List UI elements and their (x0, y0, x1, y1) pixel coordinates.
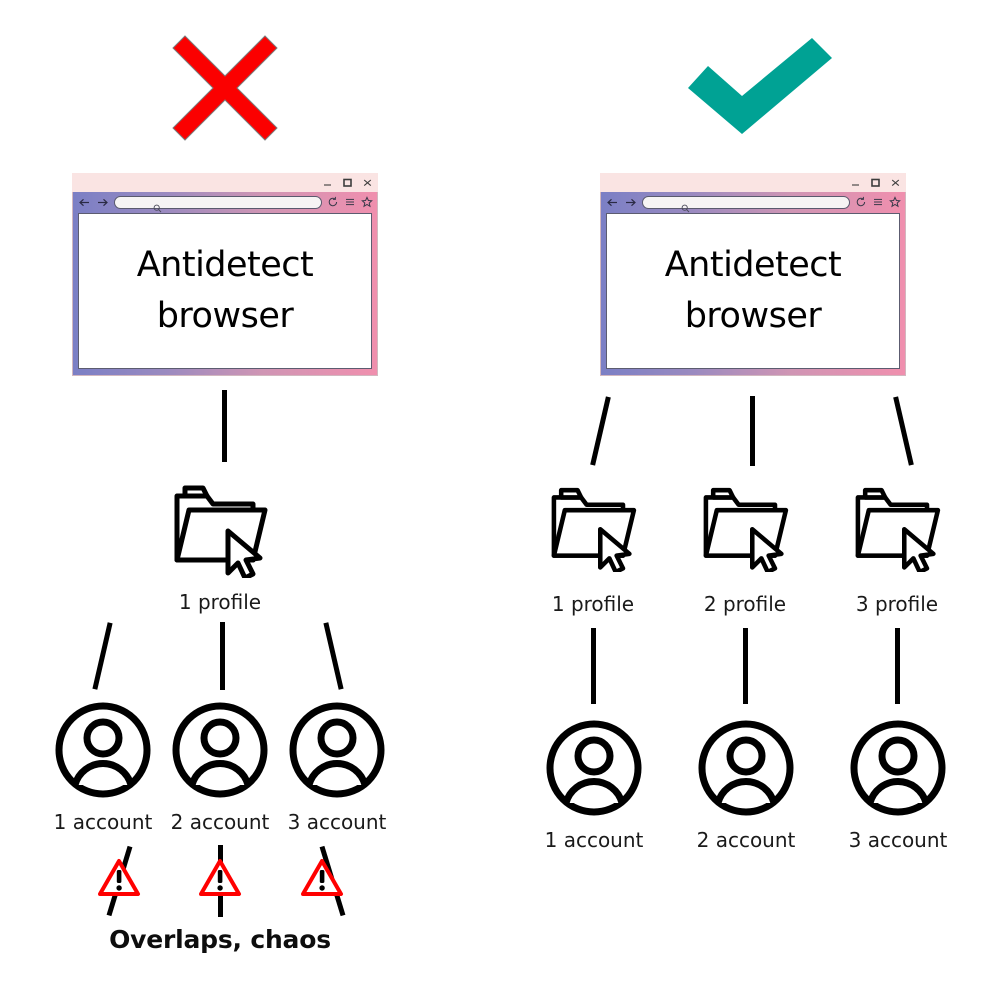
account-label: 1 account (53, 810, 153, 834)
user-circle-icon[interactable] (53, 700, 153, 800)
connector-profile-to-account-1 (591, 628, 596, 704)
profile-label: 2 profile (703, 592, 787, 616)
folder-cursor-icon[interactable] (847, 472, 947, 572)
maximize-icon[interactable] (870, 177, 881, 188)
account-label: 2 account (696, 828, 796, 852)
page-title-line1: Antidetect (664, 245, 842, 286)
bookmark-star-icon[interactable] (889, 196, 901, 208)
bookmark-star-icon[interactable] (361, 196, 373, 208)
profile-label: 1 profile (551, 592, 635, 616)
browser-toolbar (600, 192, 906, 212)
search-input[interactable] (114, 195, 322, 212)
forward-arrow-icon[interactable] (96, 196, 109, 209)
browser-window[interactable]: Antidetect browser (72, 173, 378, 376)
browser-titlebar (72, 173, 378, 192)
browser-toolbar (72, 192, 378, 212)
user-circle-icon[interactable] (848, 718, 948, 818)
back-arrow-icon[interactable] (606, 196, 619, 209)
connector-browser-to-profile-2 (750, 396, 755, 466)
connector-profile-to-account-2 (743, 628, 748, 704)
magnifier-icon (153, 198, 162, 212)
folder-cursor-icon[interactable] (165, 468, 275, 578)
folder-cursor-icon[interactable] (543, 472, 643, 572)
page-title-line2: browser (156, 296, 294, 336)
warning-triangle-icon (97, 856, 141, 900)
maximize-icon[interactable] (342, 177, 353, 188)
left-panel: Antidetect browser 1 profile (53, 28, 387, 954)
minimize-icon[interactable] (850, 177, 861, 188)
user-circle-icon[interactable] (544, 718, 644, 818)
profile-label: 3 profile (855, 592, 939, 616)
search-input[interactable] (642, 195, 850, 212)
account-label: 1 account (544, 828, 644, 852)
cross-icon (165, 28, 285, 148)
user-circle-icon[interactable] (170, 700, 270, 800)
user-circle-icon[interactable] (287, 700, 387, 800)
browser-viewport: Antidetect browser (78, 213, 372, 369)
hamburger-menu-icon[interactable] (872, 196, 884, 208)
connector-browser-to-profile-3 (893, 396, 914, 466)
minimize-icon[interactable] (322, 177, 333, 188)
magnifier-icon (681, 198, 690, 212)
close-icon[interactable] (890, 177, 901, 188)
connector-profile-to-account-1 (92, 622, 113, 690)
browser-titlebar (600, 173, 906, 192)
connector-profile-to-account-2 (220, 622, 225, 690)
account-label: 2 account (170, 810, 270, 834)
chaos-footnote: Overlaps, chaos (109, 925, 331, 954)
close-icon[interactable] (362, 177, 373, 188)
browser-viewport: Antidetect browser (606, 213, 900, 369)
back-arrow-icon[interactable] (78, 196, 91, 209)
profile-label: 1 profile (178, 590, 262, 614)
warning-triangle-icon (300, 856, 344, 900)
checkmark-icon (680, 30, 840, 140)
forward-arrow-icon[interactable] (624, 196, 637, 209)
page-title-line1: Antidetect (136, 245, 314, 286)
account-label: 3 account (287, 810, 387, 834)
hamburger-menu-icon[interactable] (344, 196, 356, 208)
reload-icon[interactable] (855, 196, 867, 208)
connector-browser-to-profile (222, 390, 227, 462)
account-label: 3 account (848, 828, 948, 852)
reload-icon[interactable] (327, 196, 339, 208)
page-title-line2: browser (684, 296, 822, 336)
warning-triangle-icon (198, 856, 242, 900)
browser-window[interactable]: Antidetect browser (600, 173, 906, 376)
folder-cursor-icon[interactable] (695, 472, 795, 572)
connector-profile-to-account-3 (323, 622, 344, 690)
user-circle-icon[interactable] (696, 718, 796, 818)
right-panel: Antidetect browser (500, 0, 1000, 1000)
connector-browser-to-profile-1 (590, 396, 611, 466)
connector-profile-to-account-3 (895, 628, 900, 704)
